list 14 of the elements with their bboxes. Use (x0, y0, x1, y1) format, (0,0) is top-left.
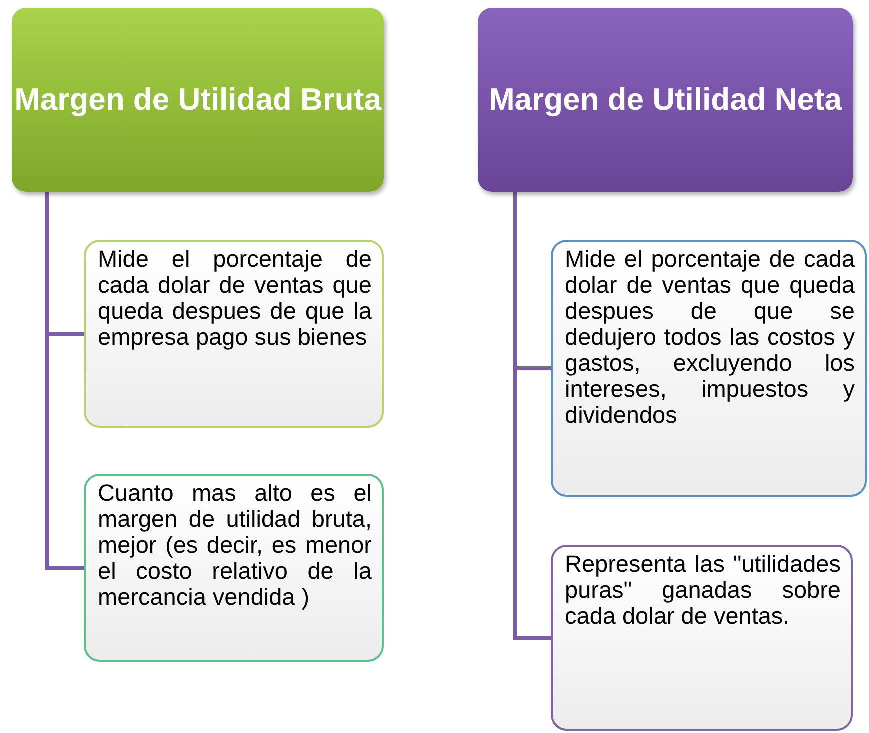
body-text: Cuanto mas alto es el margen de utilidad bruta, mejor (es decir, es menor el costo relativo de la mercancia vendida ) (98, 480, 372, 610)
header-box (478, 8, 853, 192)
text-box (84, 240, 384, 428)
header-box (12, 8, 384, 192)
heading-text: Margen de Utilidad Bruta (14, 80, 382, 119)
body-text: Representa las "utilidades puras" ganadas sobre cada dolar de ventas. (565, 551, 841, 629)
text-box (551, 545, 853, 731)
body-text: Mide el porcentaje de cada dolar de ventas que queda despues de que se dedujero todos las costos y gastos, excluyendo los intereses, impuestos y dividendos (565, 246, 855, 428)
connector-line (513, 192, 551, 640)
connector-line (45, 192, 84, 570)
text-box (84, 474, 384, 662)
body-text: Mide el porcentaje de cada dolar de ventas que queda despues de que la empresa pago sus bienes (98, 246, 372, 350)
heading-text: Margen de Utilidad Neta (488, 80, 842, 119)
text-box (551, 240, 867, 497)
